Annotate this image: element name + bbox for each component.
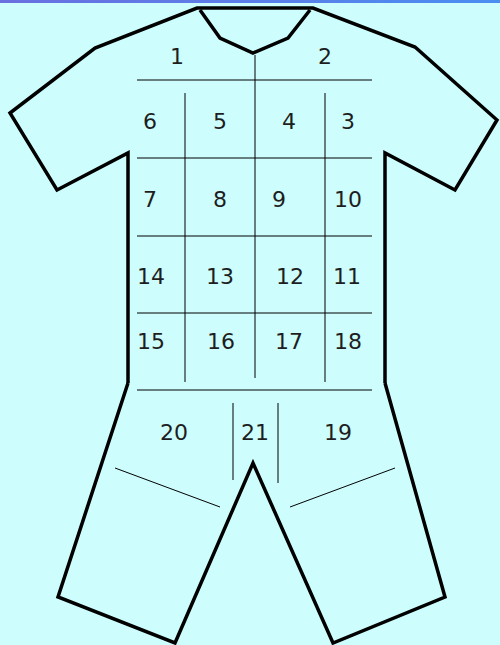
region-number: 20 — [160, 422, 188, 444]
region-number: 15 — [137, 331, 165, 353]
region-number: 10 — [334, 189, 362, 211]
region-number: 12 — [276, 266, 304, 288]
region-number: 1 — [170, 46, 184, 68]
region-number: 16 — [207, 331, 235, 353]
collar — [200, 10, 310, 53]
shorts-outline — [58, 383, 445, 643]
region-number: 8 — [213, 189, 227, 211]
grid-line — [325, 93, 326, 382]
grid-line — [255, 55, 256, 378]
region-number: 4 — [282, 111, 296, 133]
pocket-line — [115, 468, 220, 507]
region-number: 2 — [318, 46, 332, 68]
grid-line — [233, 403, 234, 480]
region-number: 5 — [213, 111, 227, 133]
region-number: 11 — [333, 266, 361, 288]
region-number: 18 — [334, 331, 362, 353]
grid-line — [137, 390, 372, 391]
grid-line — [185, 93, 186, 382]
region-number: 19 — [324, 422, 352, 444]
region-number: 7 — [143, 189, 157, 211]
region-number: 3 — [341, 111, 355, 133]
top-bar — [0, 0, 500, 3]
region-number: 13 — [206, 266, 234, 288]
region-number: 14 — [137, 266, 165, 288]
region-number: 21 — [241, 422, 269, 444]
region-number: 17 — [275, 331, 303, 353]
region-number: 6 — [143, 111, 157, 133]
shirt-outline — [10, 8, 497, 383]
pocket-line — [290, 468, 395, 507]
region-number: 9 — [272, 189, 286, 211]
grid-line — [278, 403, 279, 483]
